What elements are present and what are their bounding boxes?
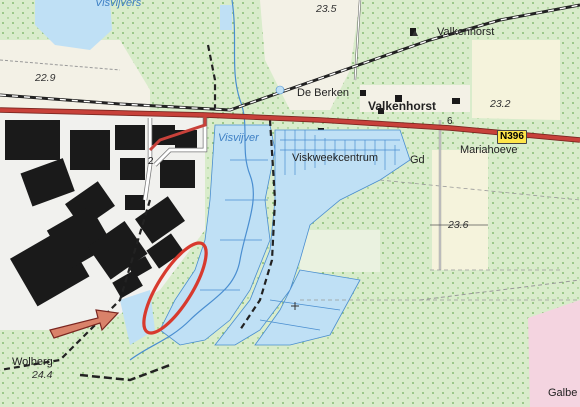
- field-east: [472, 40, 560, 120]
- red-ellipse: [142, 241, 208, 335]
- elevation-24-4: 24.4: [32, 369, 53, 381]
- label-number-2: 2: [148, 156, 154, 167]
- elevation-23-5: 23.5: [316, 3, 337, 15]
- water-visvijver-west: [159, 124, 276, 346]
- stream: [129, 0, 254, 361]
- label-number-6: 6: [447, 116, 453, 127]
- road-branch: [148, 115, 207, 152]
- field-north: [260, 0, 360, 110]
- pond-dikes: [200, 130, 400, 331]
- label-viskweekcentrum: Viskweekcentrum: [292, 152, 378, 164]
- minor-roads: [0, 0, 580, 301]
- label-valkenhorst-town: Valkenhorst: [368, 99, 437, 113]
- trail-dashed: [0, 44, 277, 372]
- label-visvijver: Visvijver: [218, 132, 259, 144]
- label-gd: Gd: [410, 154, 425, 166]
- elevation-22-9: 22.9: [35, 72, 56, 84]
- field-west: [0, 40, 150, 115]
- railway-dashes: [0, 4, 580, 111]
- label-valkenhorst-small: Valkenhorst: [437, 26, 495, 38]
- water-small-pond: [220, 5, 232, 30]
- pink-area: [528, 300, 580, 407]
- label-visvijvers-north: Visvijvers: [95, 0, 142, 9]
- elevation-23-2: 23.2: [490, 98, 511, 110]
- buildings: [5, 28, 460, 307]
- elevation-23-6: 23.6: [448, 219, 469, 231]
- map-symbols: [275, 30, 418, 310]
- label-mariahoeve: Mariahoeve: [460, 144, 518, 156]
- pointer-arrow: [49, 309, 120, 339]
- water-south-ponds: [254, 269, 361, 346]
- label-galbe: Galbe: [548, 387, 578, 399]
- water-visvijvers-north: [35, 0, 112, 50]
- field-valkenhorst: [360, 85, 470, 112]
- railway-dashed: [79, 363, 171, 382]
- clearing: [300, 230, 380, 272]
- road-shield-n396: N396: [497, 130, 527, 144]
- field-south: [432, 150, 488, 270]
- label-wolberg: Wolberg: [12, 356, 53, 368]
- main-road-n396: [0, 108, 580, 142]
- label-de-berken: De Berken: [297, 87, 349, 99]
